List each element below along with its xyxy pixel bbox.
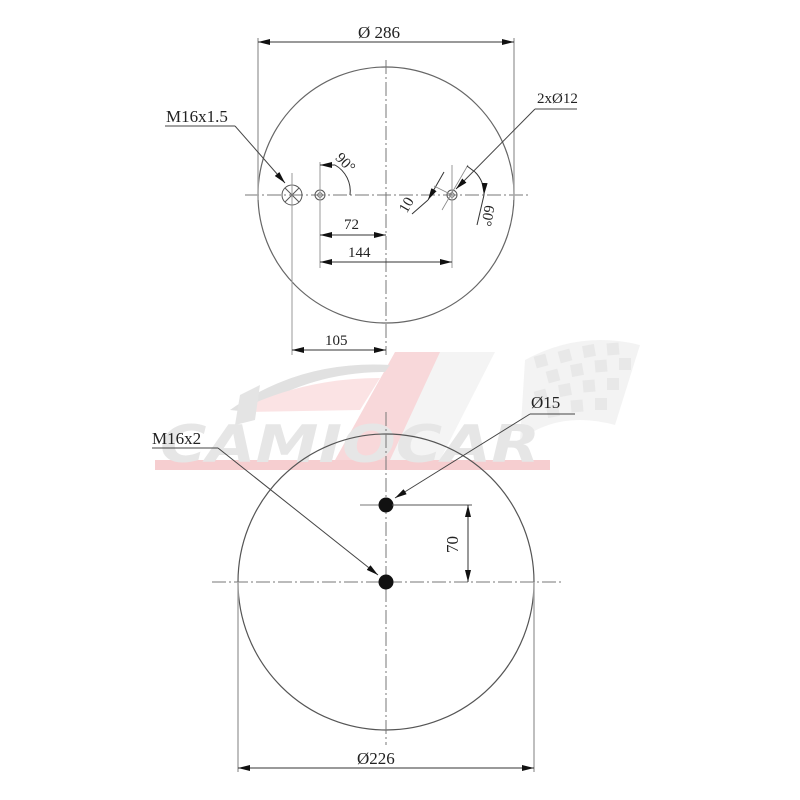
thread-hole-m16x1.5 <box>281 173 303 355</box>
top-thread-callout: M16x1.5 <box>166 107 228 126</box>
hole-right-12 <box>441 164 469 268</box>
watermark-logo: CAMIOCAR <box>155 340 640 475</box>
bottom-hole-callout: Ø15 <box>531 393 561 412</box>
top-diameter-label: Ø 286 <box>358 23 401 42</box>
hole-center-m16x2 <box>378 574 394 590</box>
top-view <box>165 38 577 355</box>
bottom-thread-callout: M16x2 <box>152 429 202 448</box>
dim-105-label: 105 <box>325 333 348 349</box>
checkered-flag-icon <box>520 340 640 440</box>
bottom-diameter-label: Ø226 <box>357 749 395 768</box>
bottom-view <box>152 412 575 772</box>
angle-60-label: 60° <box>477 203 497 228</box>
hole-upper-15 <box>378 497 394 513</box>
hole-left-12 <box>314 162 326 268</box>
dim-72-label: 72 <box>344 217 359 233</box>
dim-70-label: 70 <box>443 536 462 553</box>
top-holes-callout: 2xØ12 <box>537 91 578 107</box>
svg-text:CAMIOCAR: CAMIOCAR <box>160 415 540 475</box>
dim-144-label: 144 <box>348 245 371 261</box>
